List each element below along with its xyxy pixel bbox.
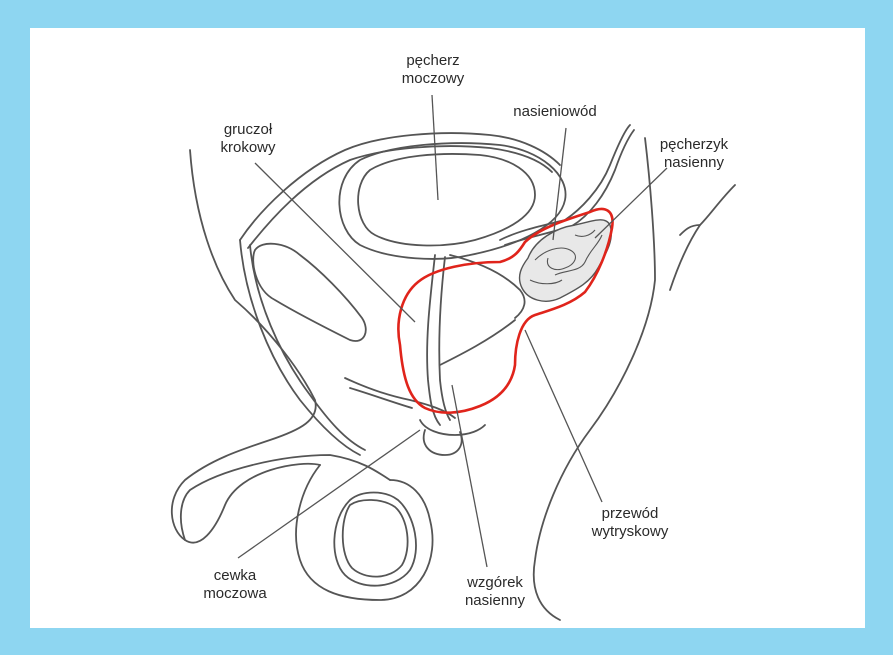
label-prostate: gruczoł krokowy (203, 121, 293, 157)
label-bladder: pęcherz moczowy (383, 52, 483, 88)
leader-prostate (255, 163, 415, 322)
bladder-inner (358, 154, 535, 246)
leader-duct (525, 330, 602, 502)
penis-outline (181, 455, 390, 540)
bladder-outer (339, 143, 565, 259)
label-vas-deferens: nasieniowód (490, 103, 620, 121)
testis-outline (334, 493, 416, 586)
leader-colliculus (452, 385, 487, 567)
label-seminal-vesicle: pęcherzyk nasienny (644, 136, 744, 172)
label-ejaculatory-duct: przewód wytryskowy (575, 505, 685, 541)
leader-urethra (238, 430, 420, 558)
scrotum-outline (296, 465, 432, 600)
leader-vesicle (595, 168, 667, 238)
label-colliculus: wzgórek nasienny (445, 574, 545, 610)
label-urethra: cewka moczowa (190, 567, 280, 603)
leader-bladder (432, 95, 438, 200)
seminal-vesicle-shape (520, 220, 612, 301)
urethra-line (240, 240, 360, 455)
body-contour-back (172, 150, 320, 543)
